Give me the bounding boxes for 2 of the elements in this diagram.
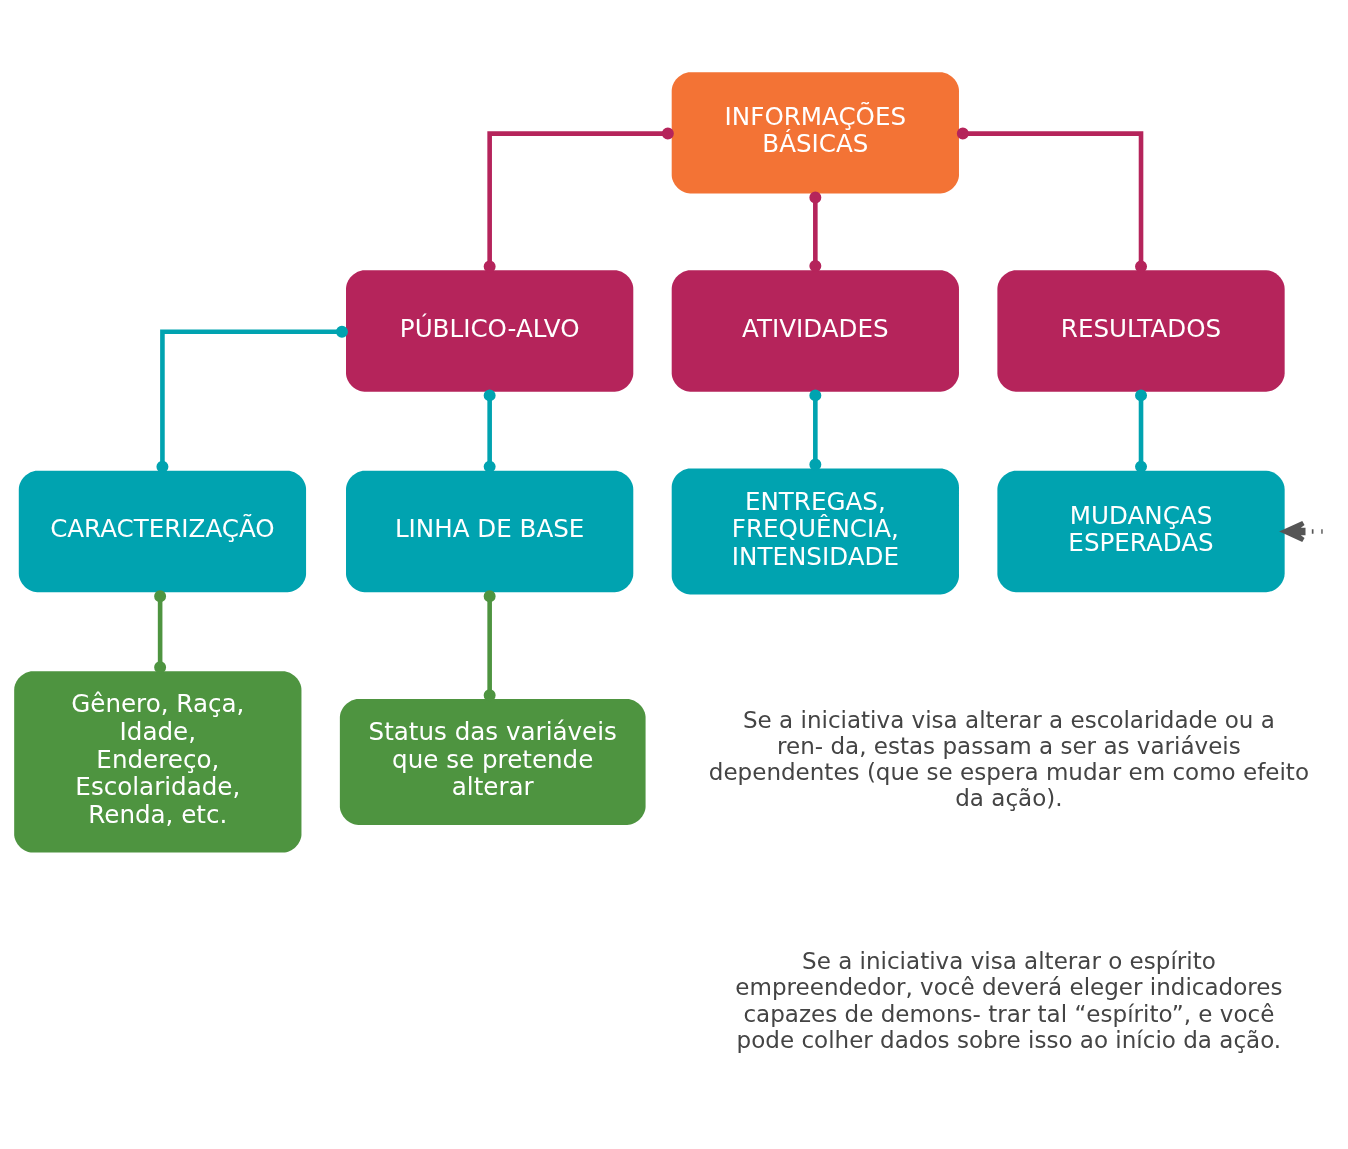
label: Se a iniciativa visa alterar o espírito empreendedor, você deverá eleger indicadores capazes de demons- trar tal “espírito”, e você pode colher dados sobre isso ao início da ação.: [735, 948, 1283, 1053]
label: Se a iniciativa visa alterar a escolaridade ou a ren- da, estas passam a ser as variáveis dependentes (que se espera mudar em como efeito da ação).: [708, 707, 1309, 812]
